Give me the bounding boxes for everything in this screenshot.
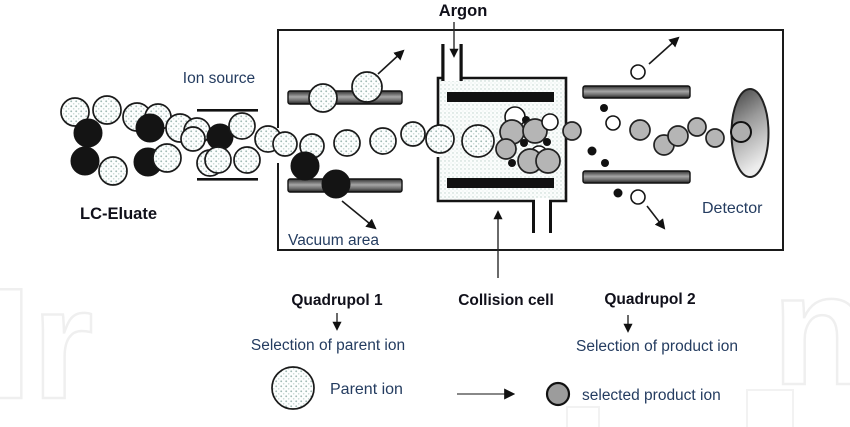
ejected-ion-arrow	[377, 49, 405, 75]
product-ion-beam	[562, 117, 725, 156]
ion-source-label: Ion source	[183, 70, 255, 87]
parent-ion	[204, 146, 232, 174]
watermark-right-letter: n	[772, 242, 850, 418]
collision-cell-wall	[436, 76, 568, 203]
matrix-ion	[73, 118, 103, 148]
cell-outlet-tube	[532, 198, 552, 233]
parent-ion	[461, 124, 495, 158]
cell-electrode-bottom	[447, 178, 554, 188]
legend: Parent ion selected product ion	[271, 366, 721, 410]
ion-source-plates	[197, 109, 258, 181]
legend-product-ion-label: selected product ion	[582, 387, 721, 404]
vacuum-chamber-box	[277, 29, 784, 251]
parent-ion	[351, 71, 383, 103]
rejected-ion	[290, 151, 320, 181]
product-ion-hitting-detector	[730, 121, 752, 143]
legend-parent-ion-label: Parent ion	[330, 381, 403, 398]
parent-ion	[233, 146, 261, 174]
parent-ion	[425, 124, 455, 154]
product-ion	[629, 119, 651, 141]
argon-atom	[601, 159, 609, 167]
argon-atom	[600, 104, 608, 112]
parent-ion	[60, 97, 90, 127]
rejected-fragment	[630, 189, 646, 205]
watermark-fragment	[566, 406, 600, 427]
product-ion	[667, 125, 689, 147]
parent-ion	[228, 112, 256, 140]
ejected-ion-arrow	[341, 200, 377, 230]
parent-ion	[180, 126, 206, 152]
argon-atom	[520, 139, 528, 147]
argon-atom	[587, 146, 597, 156]
parent-ion-beam	[299, 121, 426, 159]
product-ion	[705, 128, 725, 148]
vacuum-area-label: Vacuum area	[288, 232, 379, 249]
collision-cell	[425, 44, 568, 233]
parent-ion	[333, 129, 361, 157]
rejected-fragment	[605, 115, 621, 131]
argon-atom	[508, 159, 516, 167]
parent-ion	[272, 131, 298, 157]
parent-ion	[400, 121, 426, 147]
product-ion	[522, 118, 548, 144]
detector-label: Detector	[702, 200, 763, 217]
ejected-ion-arrow	[646, 205, 666, 230]
matrix-ion	[135, 113, 165, 143]
parent-ion	[369, 127, 397, 155]
lc-eluate-label: LC-Eluate	[80, 205, 157, 223]
parent-ion	[92, 95, 122, 125]
selection-product-label: Selection of product ion	[576, 338, 738, 355]
selection-parent-label: Selection of parent ion	[251, 337, 405, 354]
argon-atom	[613, 188, 623, 198]
quadrupole2-rods	[582, 36, 691, 230]
watermark-fragment	[746, 389, 794, 427]
watermark-left-letters: Ir	[0, 256, 93, 427]
detector	[730, 88, 770, 178]
argon-label: Argon	[439, 2, 488, 20]
source-beam-ions	[204, 112, 298, 174]
product-ion	[562, 121, 582, 141]
quadrupole1-rods	[287, 49, 405, 230]
legend-parent-ion-swatch	[271, 366, 315, 410]
argon-inlet-tube	[441, 44, 463, 81]
watermark: Ir n	[0, 241, 850, 427]
product-ion	[495, 138, 517, 160]
cell-electrode-top	[447, 92, 554, 102]
parent-ion	[308, 83, 338, 113]
rejected-fragment	[630, 64, 646, 80]
legend-product-ion-swatch	[545, 381, 571, 407]
rejected-ion	[321, 169, 351, 199]
parent-ion	[152, 143, 182, 173]
ejected-ion-arrow	[648, 36, 680, 65]
matrix-ion	[70, 146, 100, 176]
product-ion	[535, 148, 561, 174]
argon-atom	[543, 138, 551, 146]
quadrupol2-label: Quadrupol 2	[604, 291, 695, 308]
quadrupol1-label: Quadrupol 1	[291, 292, 383, 309]
collision-cell-label: Collision cell	[458, 292, 554, 309]
fragment-ion	[541, 113, 559, 131]
parent-ion	[98, 156, 128, 186]
product-ion	[687, 117, 707, 137]
